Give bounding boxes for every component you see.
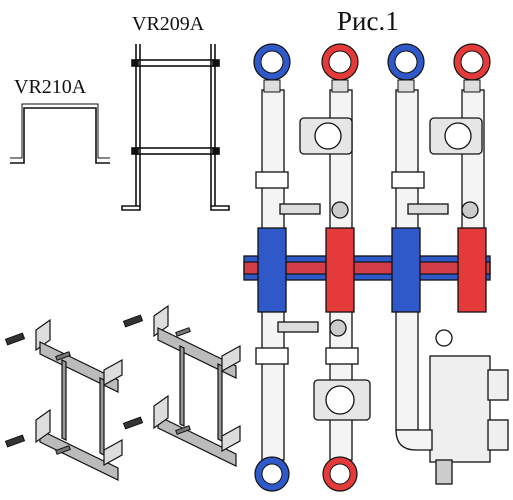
pump-group-assembly [243,89,509,485]
bracket-isometric-right [153,304,241,467]
valve-heads-top [253,43,491,93]
bracket-vr210a-label: VR210A [14,76,87,98]
bracket-vr209a-label: VR209A [132,13,205,35]
figure-caption: Рис.1 [337,6,399,36]
bracket-vr210a [10,103,110,164]
valve-heads-bottom [254,456,358,492]
bracket-isometric-left [35,318,123,481]
wall-plugs-and-screws [4,314,191,455]
bracket-vr209a [121,44,230,211]
